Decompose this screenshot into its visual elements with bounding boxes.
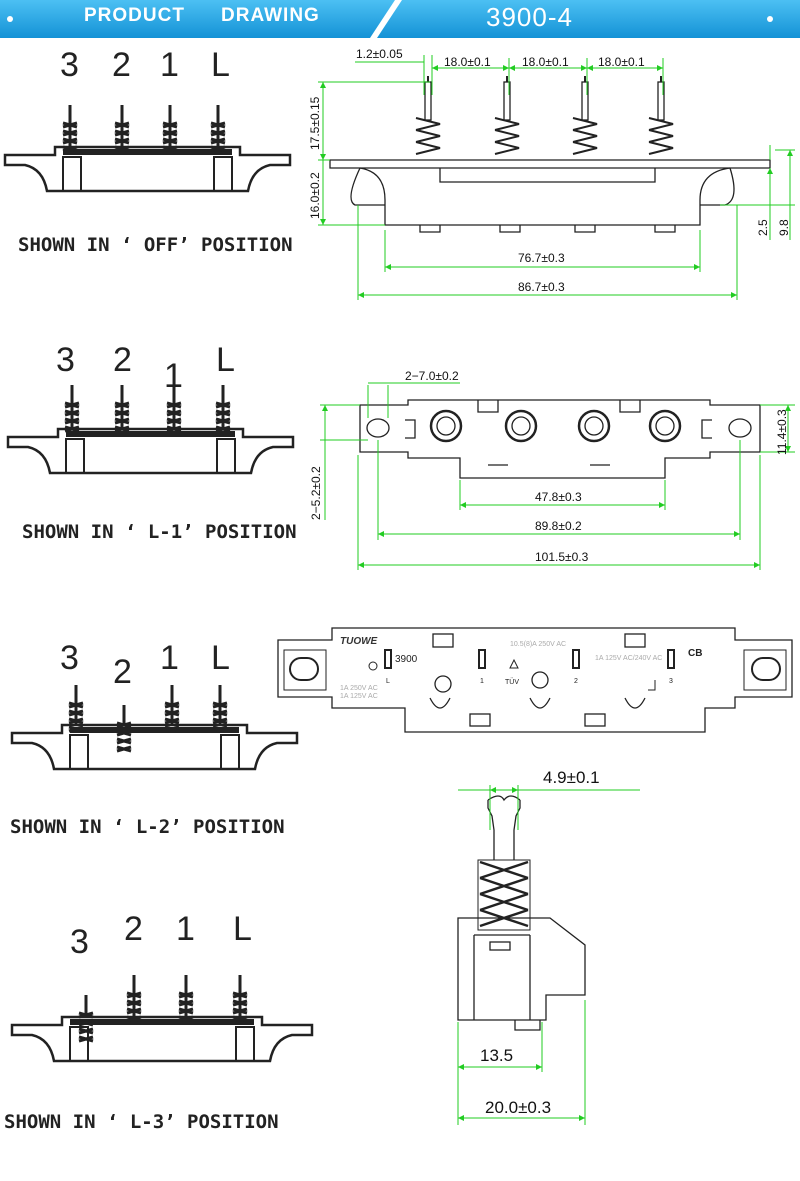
top-total: 101.5±0.3 (535, 550, 589, 564)
bottom-rating2: 1A 125V AC/240V AC (595, 655, 662, 662)
switch-body (3, 145, 292, 193)
bottom-cb: CB (688, 648, 702, 659)
pos4-caption: SHOWN IN ‘ L-3’ POSITION (4, 1111, 279, 1133)
side-flange-h: 9.8 (777, 219, 791, 236)
top-hole-v: 2−5.2±0.2 (309, 466, 323, 520)
side-pitch3: 18.0±0.1 (598, 55, 645, 69)
pos4-pin-l: L (233, 910, 252, 948)
bottom-model: 3900 (395, 654, 418, 665)
pos1-pin-3: 3 (60, 46, 79, 84)
top-view (359, 399, 761, 479)
pos1-pin-l: L (211, 46, 230, 84)
pos1-pin-1: 1 (160, 46, 179, 84)
bottom-rating4: 1A 125V AC (340, 693, 378, 700)
bottom-tuv: TÜV (505, 678, 519, 686)
end-total: 20.0±0.3 (485, 1098, 551, 1117)
bottom-term-2: 2 (574, 678, 578, 685)
bottom-rating3: 1A 250V AC (340, 685, 378, 692)
pos3-caption: SHOWN IN ‘ L-2’ POSITION (10, 816, 285, 838)
end-base: 13.5 (480, 1046, 513, 1065)
side-view (329, 76, 771, 233)
top-slot: 47.8±0.3 (535, 490, 582, 504)
switch-body (10, 723, 299, 771)
pos3-pin-1: 1 (160, 639, 179, 677)
top-hole: 2−7.0±0.2 (405, 369, 459, 383)
bottom-term-3: 3 (669, 678, 673, 685)
pos2-pin-l: L (216, 341, 235, 379)
side-pin-width: 1.2±0.05 (356, 47, 403, 61)
end-view (457, 795, 586, 1031)
cqc-mark-icon (368, 661, 378, 671)
pos4-pin-3: 3 (70, 923, 89, 961)
pos1-pin-2: 2 (112, 46, 131, 84)
header-model: 3900-4 (486, 2, 573, 32)
side-flange-thk: 2.5 (756, 219, 770, 236)
pos2-caption: SHOWN IN ‘ L-1’ POSITION (22, 521, 297, 543)
header-product: PRODUCT (84, 5, 185, 26)
pos2-pin-3: 3 (56, 341, 75, 379)
pos2-pin-1: 1 (164, 357, 183, 395)
tuv-mark-icon (509, 658, 519, 669)
side-body-height: 16.0±0.2 (308, 172, 322, 219)
header-drawing: DRAWING (221, 5, 320, 26)
bottom-brand: TUOWE (340, 636, 378, 647)
pos3-pin-2: 2 (113, 653, 132, 691)
pos4-pin-1: 1 (176, 910, 195, 948)
switch-body (10, 1015, 314, 1063)
pos1-caption: SHOWN IN ‘ OFF’ POSITION (18, 234, 293, 256)
bottom-term-1: 1 (480, 678, 484, 685)
switch-body (6, 427, 295, 475)
pos3-pin-l: L (211, 639, 230, 677)
pos4-pin-2: 2 (124, 910, 143, 948)
top-hole-pitch: 89.8±0.2 (535, 519, 582, 533)
bottom-view (277, 627, 793, 733)
side-inner-width: 76.7±0.3 (518, 251, 565, 265)
bottom-term-l: L (386, 678, 390, 685)
pos2-pin-2: 2 (113, 341, 132, 379)
side-pitch2: 18.0±0.1 (522, 55, 569, 69)
top-height: 11.4±0.3 (775, 409, 789, 455)
side-outer-width: 86.7±0.3 (518, 280, 565, 294)
pos3-pin-3: 3 (60, 639, 79, 677)
side-pitch1: 18.0±0.1 (444, 55, 491, 69)
bottom-rating1: 10.5(8)A 250V AC (510, 641, 566, 648)
side-pin-height: 17.5±0.15 (308, 96, 322, 150)
end-stem: 4.9±0.1 (543, 768, 600, 787)
header-banner (0, 0, 800, 38)
